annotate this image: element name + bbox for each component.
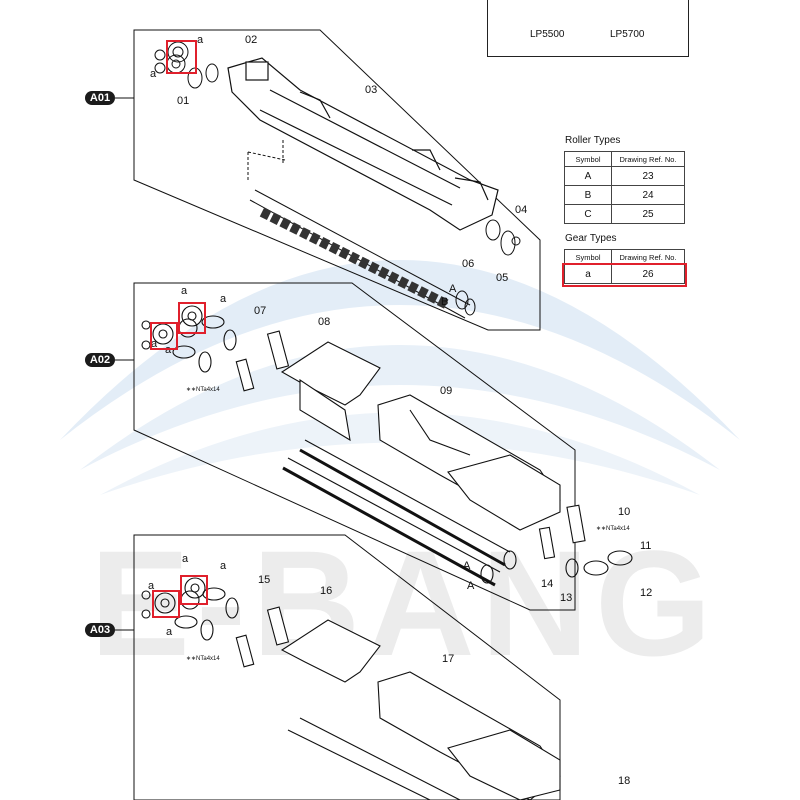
roller-types-table: Symbol Drawing Ref. No. A 23 B 24 C 25 (564, 151, 685, 224)
gear-letter-a02-1: a (181, 285, 188, 297)
highlight-a02-gear-2 (150, 322, 178, 350)
gear-letter-a02-3: a (151, 338, 158, 350)
roller-letter-a02-a1: A (463, 560, 471, 572)
model-box: LP5500 LP5700 (487, 0, 689, 57)
highlight-a02-gear-1 (178, 302, 206, 334)
ref-08: 08 (318, 316, 331, 328)
ref-15: 15 (258, 574, 271, 586)
table-cell: B (564, 185, 612, 205)
a01-frame (133, 29, 541, 331)
ref-16: 16 (320, 585, 333, 597)
table-cell: C (564, 204, 612, 224)
table-cell: 24 (611, 185, 685, 205)
gear-letter-a03-3: a (148, 580, 155, 592)
a02-assembly (141, 305, 633, 587)
table-row: C 25 (564, 204, 685, 224)
model-label-lp5700: LP5700 (610, 29, 645, 40)
roller-letter-a01-b: B (441, 296, 449, 308)
table-row: A 23 (564, 166, 685, 186)
table-header-symbol: Symbol (564, 151, 612, 167)
ref-17: 17 (442, 653, 455, 665)
ref-13: 13 (560, 592, 573, 604)
ref-11: 11 (640, 540, 652, 552)
gear-letter-a02-2: a (220, 293, 227, 305)
highlight-a03-gear-1 (180, 575, 208, 605)
table-cell: 23 (611, 166, 685, 186)
table-header-row: Symbol Drawing Ref. No. (564, 151, 685, 167)
roller-types-title: Roller Types (565, 135, 621, 146)
gear-letter-a03-4: a (166, 626, 173, 638)
a01-frame-part (227, 57, 499, 231)
ref-12: 12 (640, 587, 653, 599)
gear-letter-a03-1: a (182, 553, 189, 565)
gear-letter-a03-2: a (220, 560, 227, 572)
ref-07: 07 (254, 305, 267, 317)
highlight-a03-gear-2 (152, 590, 180, 618)
screw-note-a02-right: ∗∗NTa4x14 (596, 526, 630, 532)
screw-note-a03: ∗∗NTa4x14 (186, 656, 220, 662)
table-cell: 26 (611, 264, 685, 284)
table-header-row: Symbol Drawing Ref. No. (564, 249, 685, 265)
ref-04: 04 (515, 204, 528, 216)
a02-frame (133, 282, 576, 611)
highlight-a01-gear (166, 40, 197, 74)
a03-assembly (141, 577, 561, 800)
table-cell: A (564, 166, 612, 186)
ref-05: 05 (496, 272, 509, 284)
ref-01: 01 (177, 95, 190, 107)
table-row: a 26 (564, 264, 685, 284)
screw-note-a02: ∗∗NTa4x14 (186, 387, 220, 393)
section-label-a02: A02 (85, 353, 115, 367)
ref-18: 18 (618, 775, 631, 787)
section-label-a01: A01 (85, 91, 115, 105)
table-row: B 24 (564, 185, 685, 205)
ref-10: 10 (618, 506, 631, 518)
ref-09: 09 (440, 385, 453, 397)
ref-02: 02 (245, 34, 258, 46)
table-cell: a (564, 264, 612, 284)
ref-03: 03 (365, 84, 378, 96)
highlight-gear-type-row (562, 263, 687, 287)
model-label-lp5500: LP5500 (530, 29, 565, 40)
roller-letter-a02-a2: A (467, 580, 475, 592)
ref-14: 14 (541, 578, 554, 590)
a01-roller-assembly (247, 140, 476, 319)
ref-06: 06 (462, 258, 475, 270)
a03-frame (133, 534, 561, 800)
table-cell: 25 (611, 204, 685, 224)
gear-types-table: Symbol Drawing Ref. No. a 26 (564, 249, 685, 284)
gear-types-title: Gear Types (565, 233, 617, 244)
roller-letter-a01-a: A (449, 283, 457, 295)
gear-letter-a02-4: a (165, 344, 172, 356)
table-header-ref: Drawing Ref. No. (611, 151, 685, 167)
gear-letter-a01-2: a (150, 68, 157, 80)
gear-letter-a01-1: a (197, 34, 204, 46)
section-label-a03: A03 (85, 623, 115, 637)
